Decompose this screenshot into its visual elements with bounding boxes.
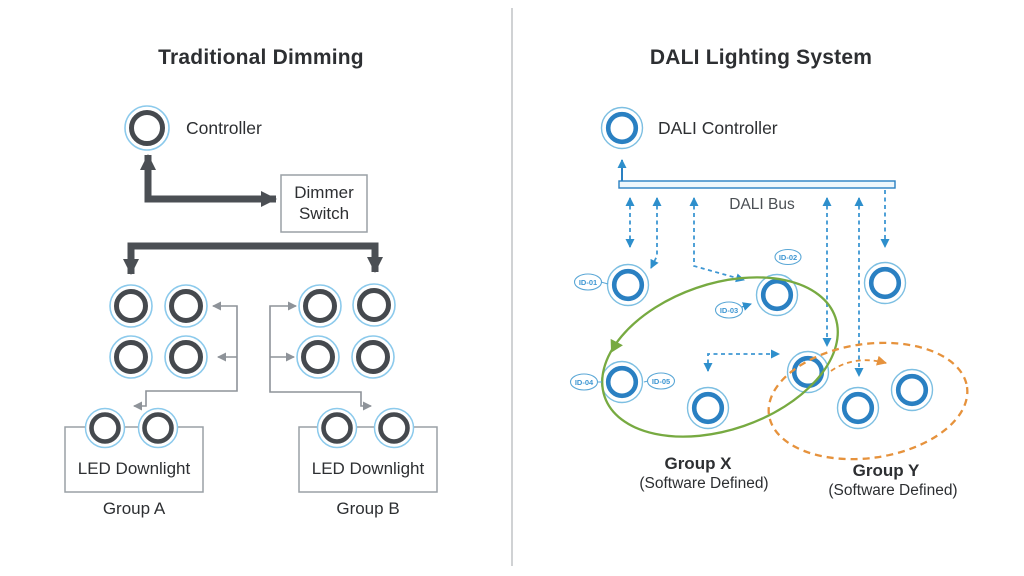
- controller-dimmer-connector: [140, 154, 277, 207]
- dali-controller-icon: [602, 108, 643, 149]
- device-id-badge: ID-03: [714, 301, 752, 319]
- left-panel-title: Traditional Dimming: [158, 46, 364, 69]
- group-y-ellipse: [767, 341, 969, 461]
- device-id-badge: ID-05: [643, 372, 676, 390]
- bus-drop-lamp2: [689, 197, 745, 283]
- led-downlight-icon: [318, 409, 357, 448]
- dali-controller-label: DALI Controller: [658, 118, 778, 138]
- distribution-bar-connector: [123, 242, 383, 275]
- group-x-arrowhead-icon: [610, 338, 623, 353]
- dimmer-switch-label-line1: Dimmer: [294, 183, 354, 202]
- svg-text:ID-03: ID-03: [720, 306, 738, 315]
- group-x-subtitle: (Software Defined): [639, 475, 768, 492]
- fixture-b-label: LED Downlight: [312, 459, 425, 478]
- svg-text:ID-01: ID-01: [579, 278, 597, 287]
- dali-lamp-icon: [688, 388, 729, 429]
- led-downlight-icon: [110, 285, 152, 327]
- svg-text:ID-04: ID-04: [575, 378, 594, 387]
- lamp5-lamp6-connector: [703, 349, 780, 372]
- svg-text:ID-02: ID-02: [779, 253, 797, 262]
- led-downlight-icon: [353, 284, 395, 326]
- led-downlight-icon: [139, 409, 178, 448]
- dali-lamp-icon: [892, 370, 933, 411]
- dali-lamp-icon: [608, 265, 649, 306]
- dali-bus-label: DALI Bus: [729, 196, 795, 213]
- cluster-a-chain-connector: [133, 301, 238, 411]
- group-b-label: Group B: [336, 499, 399, 518]
- dali-lamp-icon: [602, 362, 643, 403]
- device-id-badge: ID-04: [569, 373, 602, 391]
- fixture-a-label: LED Downlight: [78, 459, 191, 478]
- traditional-dimming-panel: Traditional Dimming Controller Dimmer Sw…: [64, 46, 438, 518]
- led-downlight-icon: [110, 336, 152, 378]
- controller-icon: [125, 106, 169, 150]
- group-x-label: Group X: [664, 454, 732, 473]
- cluster-b-chain-connector: [269, 301, 372, 411]
- group-y-label: Group Y: [853, 461, 920, 480]
- led-downlight-icon: [375, 409, 414, 448]
- led-downlight-icon: [297, 336, 339, 378]
- dali-lighting-panel: DALI Lighting System DALI Controller DAL…: [569, 46, 969, 499]
- led-downlight-icon: [299, 285, 341, 327]
- device-id-badge: ID-01: [573, 273, 609, 291]
- controller-label: Controller: [186, 118, 262, 138]
- dali-lamp-icon: [838, 388, 879, 429]
- led-downlight-icon: [165, 285, 207, 327]
- led-downlight-icon: [165, 336, 207, 378]
- dali-bus-bar: [618, 180, 896, 189]
- group-y-subtitle: (Software Defined): [828, 482, 957, 499]
- dimmer-switch-label-line2: Switch: [299, 204, 349, 223]
- led-downlight-icon: [86, 409, 125, 448]
- led-downlight-icon: [352, 336, 394, 378]
- group-a-label: Group A: [103, 499, 166, 518]
- device-id-badge: ID-02: [774, 248, 802, 266]
- dali-bus-drops: [625, 190, 890, 377]
- group-x-ellipse: [601, 276, 839, 438]
- dali-lamp-icon: [865, 263, 906, 304]
- device-id-badges: ID-01 ID-02 ID-03 ID-04 ID-05: [569, 248, 802, 391]
- right-panel-title: DALI Lighting System: [650, 46, 872, 69]
- svg-text:ID-05: ID-05: [652, 377, 670, 386]
- dimmer-switch-box: [280, 174, 368, 233]
- group-y-assign-arrow: [830, 355, 887, 372]
